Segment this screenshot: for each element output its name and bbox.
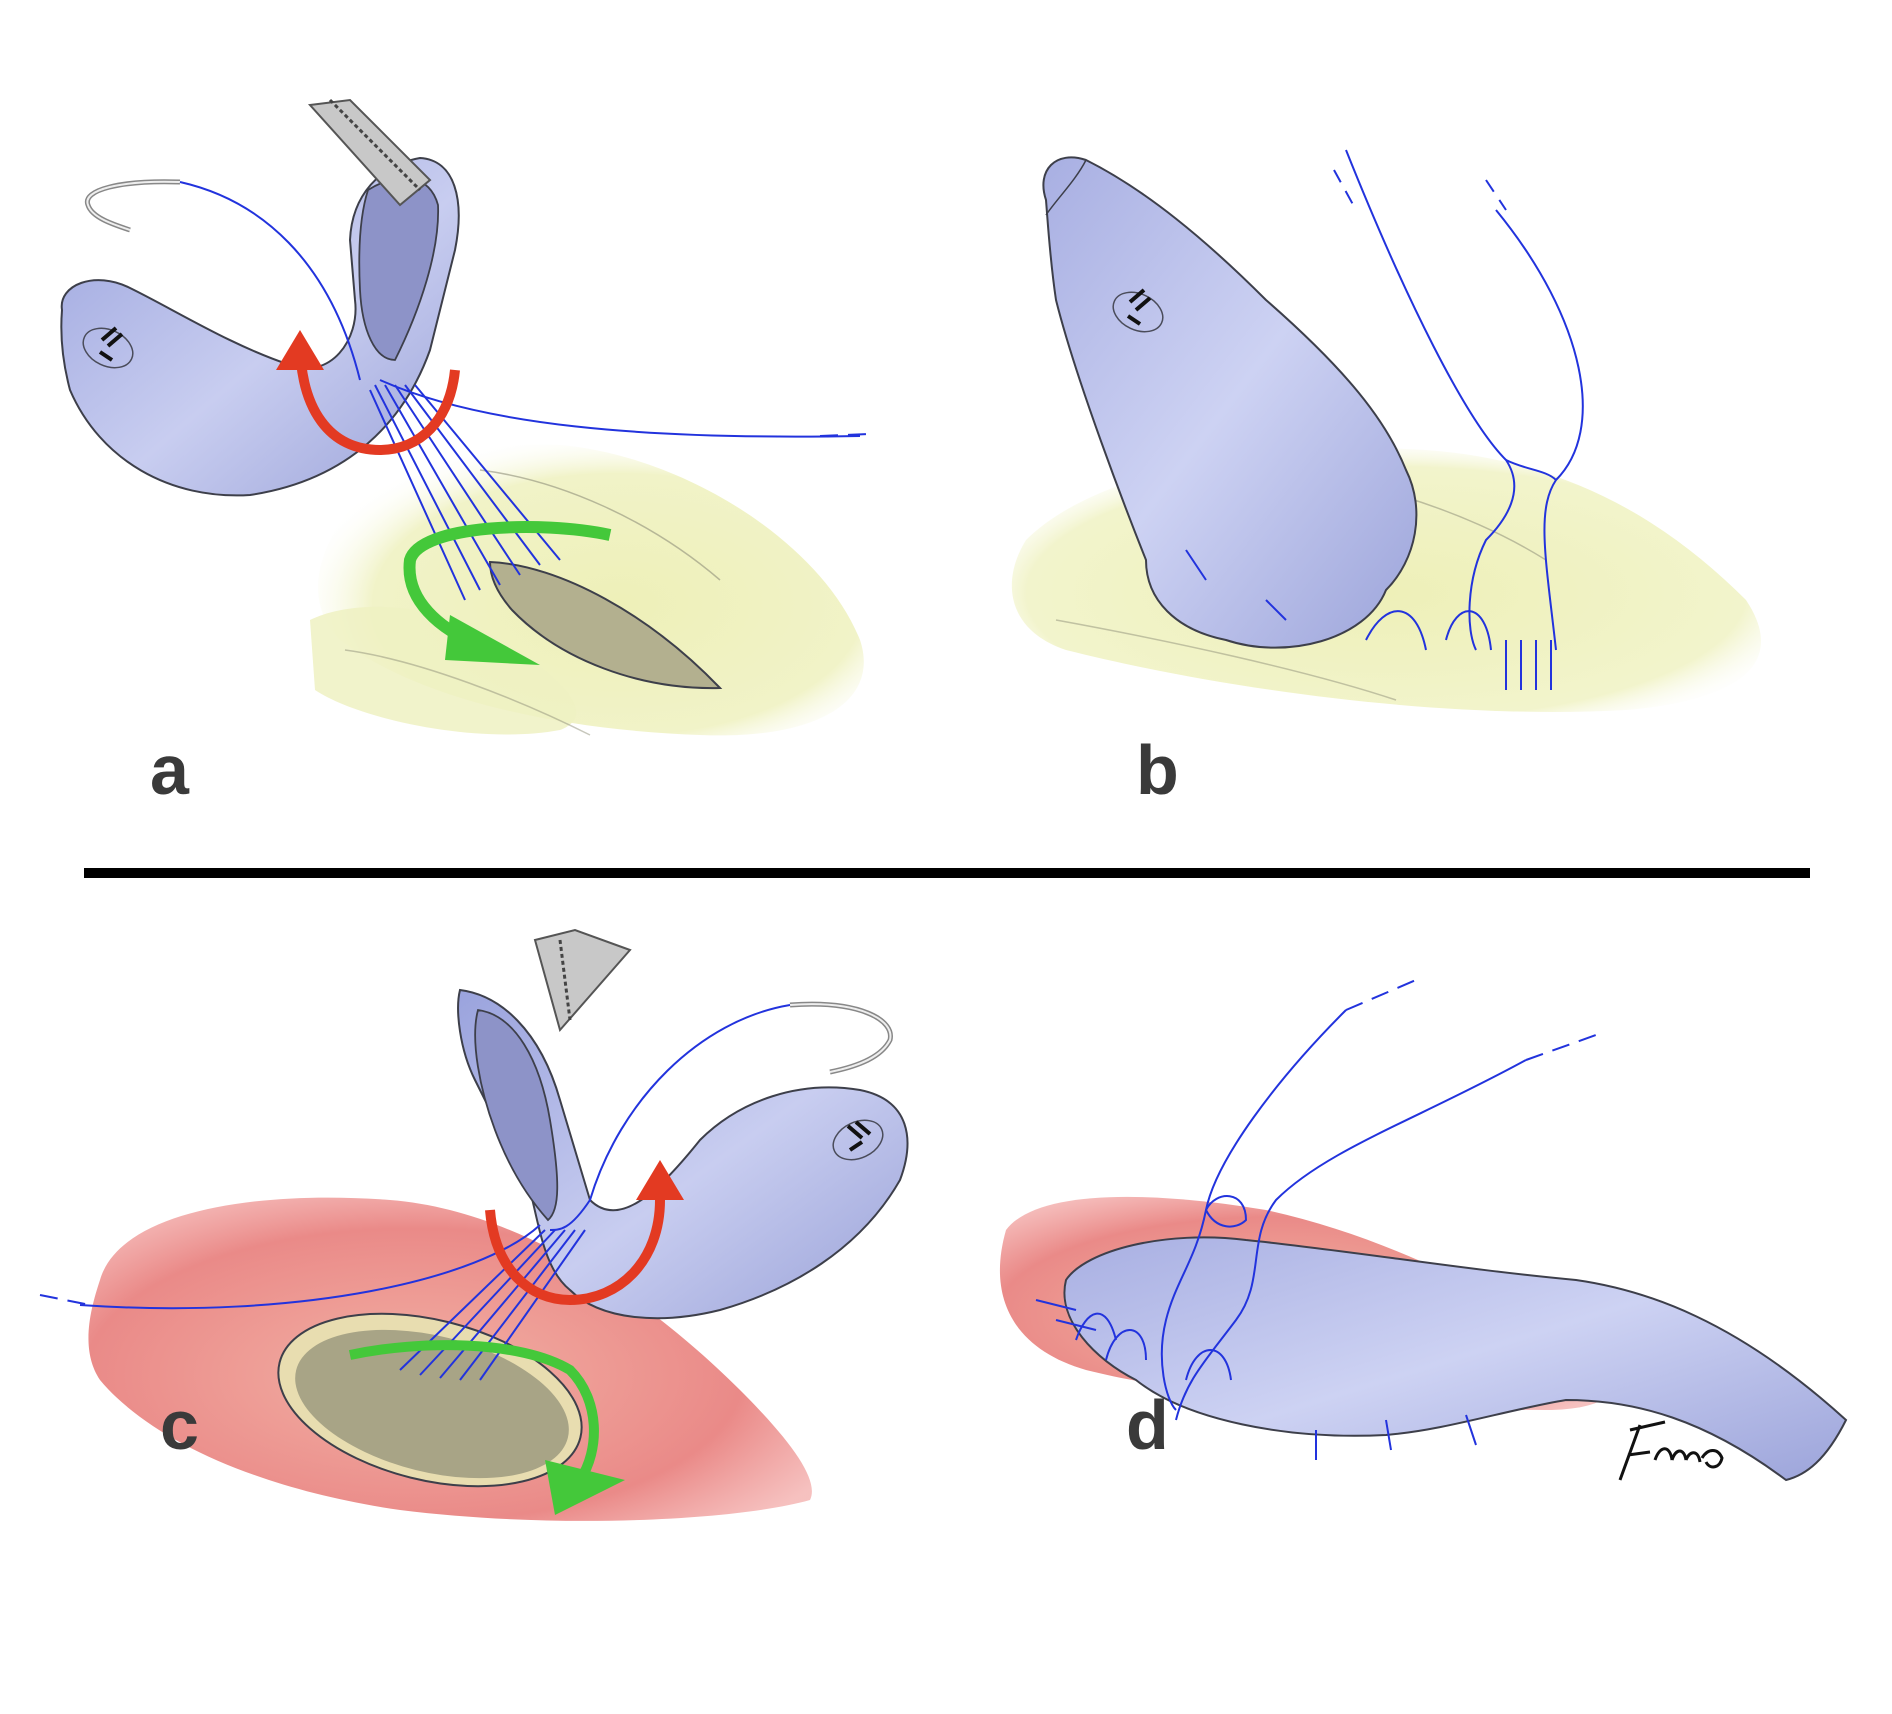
- red-curved-arrow-icon: [276, 330, 460, 456]
- panel-label-a: a: [150, 731, 189, 809]
- sutures: [39, 1004, 791, 1381]
- vessel-clip-icon: [846, 1120, 872, 1152]
- panel-b-illustration: [1011, 149, 1761, 712]
- sutures: [1035, 979, 1597, 1460]
- yellow-tissue: [310, 444, 864, 736]
- forceps-icon: [533, 928, 632, 1033]
- panel-label-b: b: [1136, 731, 1179, 809]
- vein-graft: [1063, 1236, 1848, 1482]
- panel-divider: [84, 868, 1810, 878]
- panel-c-illustration: [39, 928, 909, 1521]
- curved-needle-icon: [789, 1001, 893, 1075]
- panel-c: c: [0, 900, 946, 1714]
- artist-signature: [1618, 1420, 1724, 1481]
- vessel-clip-icon: [98, 326, 124, 362]
- panel-a: a: [0, 0, 946, 840]
- green-curved-arrow-icon: [348, 1340, 625, 1515]
- panel-d: d: [946, 900, 1892, 1714]
- panel-d-illustration: [999, 979, 1848, 1482]
- vein-graft: [60, 156, 460, 497]
- vessel-clip-icon: [1126, 288, 1152, 326]
- green-curved-arrow-icon: [403, 521, 612, 665]
- panel-label-d: d: [1126, 1386, 1169, 1464]
- forceps-icon: [307, 98, 432, 207]
- vessel-opening: [488, 560, 723, 690]
- sutures: [1185, 149, 1584, 690]
- panel-a-illustration: [60, 98, 871, 736]
- panel-label-c: c: [160, 1386, 199, 1464]
- red-curved-arrow-icon: [485, 1160, 684, 1306]
- vein-graft: [1042, 156, 1418, 649]
- panel-b: b: [946, 0, 1892, 840]
- curved-needle-icon: [84, 179, 181, 233]
